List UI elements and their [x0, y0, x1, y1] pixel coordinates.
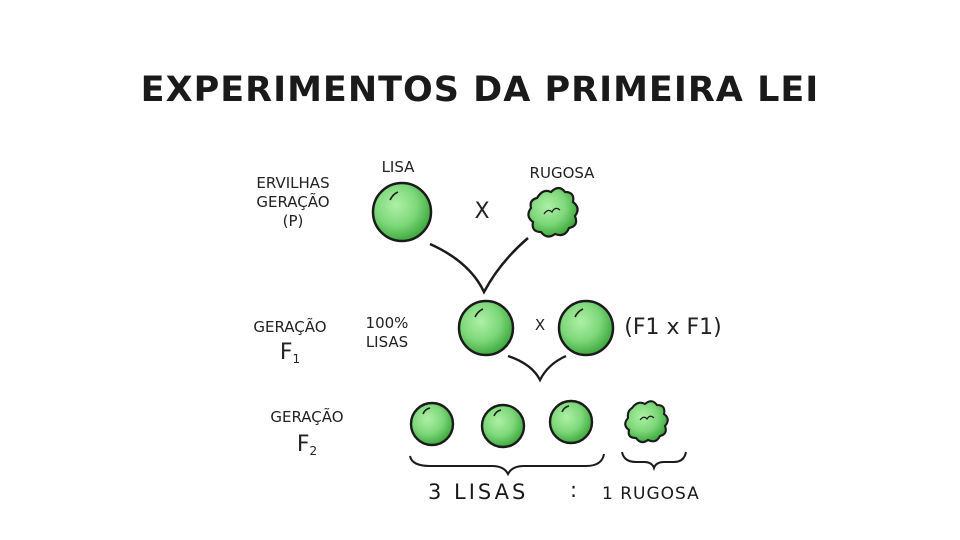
smooth-pea-f1-right — [557, 299, 615, 357]
generation-p-line-1: ERVILHAS — [256, 174, 330, 192]
generation-f1-line-1: GERAÇÃO — [253, 318, 327, 336]
brace-smooth — [409, 453, 605, 477]
wrinkled-pea-f2 — [624, 400, 669, 444]
ratio-smooth: 3 LISAS — [428, 480, 529, 504]
page-title: EXPERIMENTOS DA PRIMEIRA LEI — [140, 70, 820, 110]
percent-label: 100% LISAS — [358, 314, 416, 352]
ratio-separator: : — [570, 478, 581, 502]
wrinkled-pea-p — [527, 186, 579, 238]
percent-unit: LISAS — [365, 333, 409, 351]
generation-f2-sub: 2 — [309, 444, 318, 458]
smooth-pea-f2-2 — [480, 403, 526, 449]
generation-f2-line-1: GERAÇÃO — [270, 408, 344, 426]
generation-f1-sub: 1 — [292, 352, 301, 366]
generation-p-line-2: GERAÇÃO — [256, 193, 330, 211]
merge-bracket-p — [429, 237, 529, 295]
smooth-pea-f2-3 — [548, 399, 594, 445]
generation-f1-label: GERAÇÃO F1 — [250, 318, 330, 371]
generation-f2-letter: F — [296, 432, 310, 457]
lisa-label: LISA — [381, 158, 415, 176]
smooth-pea-p — [371, 181, 433, 243]
merge-bracket-f1 — [507, 354, 567, 383]
smooth-pea-f1-left — [457, 299, 515, 357]
cross-symbol-p: X — [474, 199, 490, 224]
smooth-pea-f2-1 — [409, 401, 455, 447]
generation-p-label: ERVILHAS GERAÇÃO (P) — [248, 174, 338, 231]
rugosa-label: RUGOSA — [529, 164, 595, 182]
ratio-wrinkled: 1 RUGOSA — [602, 484, 700, 504]
cross-symbol-f1: X — [534, 316, 546, 334]
brace-wrinkled — [621, 451, 687, 472]
percent-value: 100% — [365, 314, 409, 332]
generation-f2-label: GERAÇÃO F2 — [262, 408, 352, 463]
generation-p-line-3: (P) — [282, 212, 304, 230]
self-cross-label: (F1 x F1) — [624, 315, 722, 340]
generation-f1-letter: F — [279, 340, 293, 365]
